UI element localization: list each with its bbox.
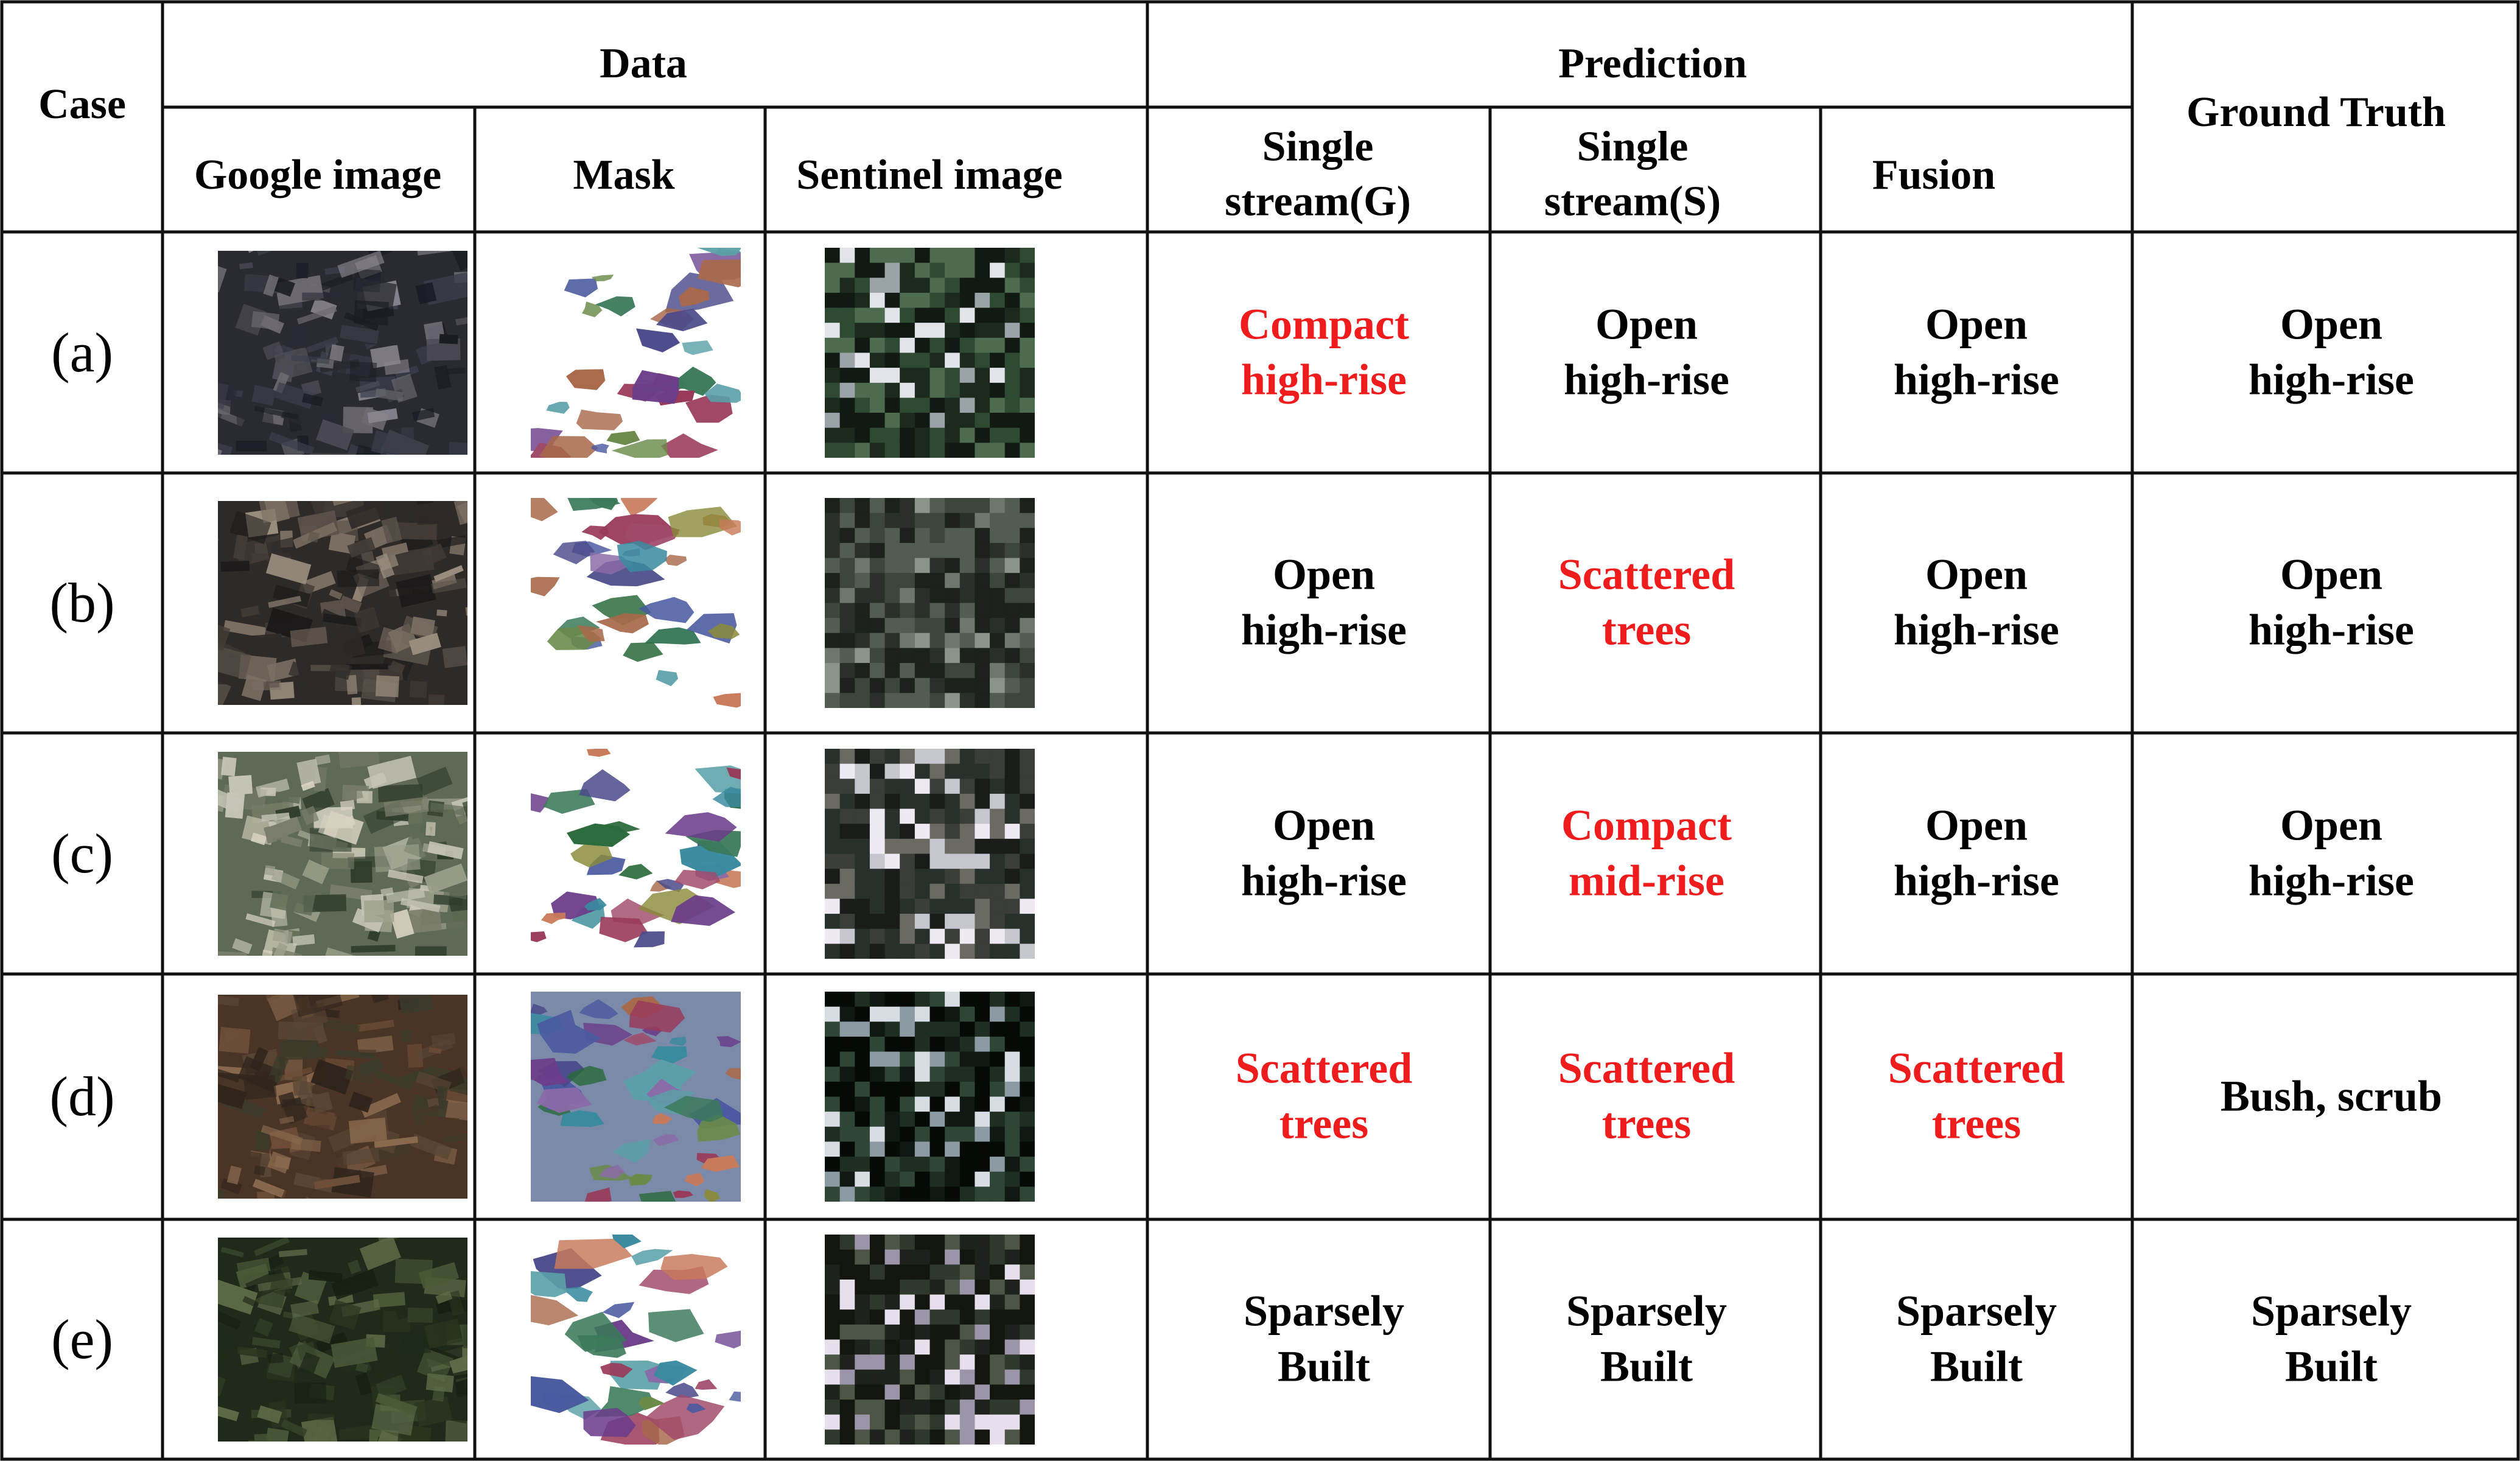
google-image-thumbnail-e <box>218 1237 467 1442</box>
prediction-fusion-b-line-1: Open <box>1925 550 2028 599</box>
mask-thumbnail-e <box>530 1234 741 1445</box>
ground-truth-b-line-2: high-rise <box>2248 606 2415 654</box>
case-header: Case <box>38 81 126 128</box>
prediction-single-g-a-line-1: Compact <box>1239 300 1409 349</box>
prediction-single-s-a-line-1: Open <box>1595 300 1698 349</box>
ground-truth-e-line-2: Built <box>2284 1342 2378 1391</box>
prediction-fusion-a-line-1: Open <box>1925 300 2028 349</box>
prediction-fusion-c-line-1: Open <box>1925 801 2028 850</box>
prediction-single-g-d-line-2: trees <box>1279 1099 1369 1148</box>
case-label-b: (b) <box>49 572 115 634</box>
sentinel-image-thumbnail-a <box>824 247 1035 458</box>
prediction-single-g-a: Compact high-rise <box>1239 297 1409 408</box>
sentinel-image-thumbnail-b <box>824 497 1035 708</box>
ground-truth-d: Bush, scrub <box>2221 1068 2442 1124</box>
ground-truth-b-line-1: Open <box>2280 550 2383 599</box>
prediction-single-g-d-line-1: Scattered <box>1235 1043 1413 1093</box>
single-stream-g-header-line-1: Single <box>1262 123 1374 170</box>
case-label-c: (c) <box>51 822 114 885</box>
prediction-fusion-c: Open high-rise <box>1894 798 2059 909</box>
google-image-thumbnail-d <box>218 994 467 1199</box>
prediction-single-g-e-line-1: Sparsely <box>1243 1286 1405 1336</box>
ground-truth-a-line-2: high-rise <box>2248 356 2415 404</box>
prediction-fusion-a: Open high-rise <box>1894 297 2059 408</box>
mask-thumbnail-a <box>530 247 741 458</box>
prediction-single-s-e-line-2: Built <box>1600 1342 1693 1391</box>
prediction-fusion-d-line-2: trees <box>1931 1099 2021 1148</box>
google-image-thumbnail-a <box>218 250 467 455</box>
prediction-single-g-a-line-2: high-rise <box>1241 356 1407 404</box>
google-image-thumbnail-b <box>218 500 467 705</box>
prediction-single-g-c-line-1: Open <box>1272 801 1376 850</box>
prediction-fusion-d-line-1: Scattered <box>1888 1043 2065 1093</box>
prediction-single-g-e-line-2: Built <box>1277 1342 1371 1391</box>
prediction-header: Prediction <box>1558 40 1747 88</box>
ground-truth-d-line-1: Bush, scrub <box>2220 1071 2443 1121</box>
prediction-single-s-c: Compact mid-rise <box>1561 798 1732 909</box>
prediction-single-s-d: Scattered trees <box>1558 1041 1735 1152</box>
single-stream-g-header-line-2: stream(G) <box>1225 178 1411 225</box>
sentinel-image-thumbnail-e <box>824 1234 1035 1445</box>
case-label-e: (e) <box>51 1308 114 1370</box>
prediction-single-s-b-line-1: Scattered <box>1558 550 1735 599</box>
prediction-single-g-d: Scattered trees <box>1236 1041 1413 1152</box>
sentinel-image-header: Sentinel image <box>796 152 1063 199</box>
ground-truth-c-line-1: Open <box>2280 801 2383 850</box>
prediction-single-s-e-line-1: Sparsely <box>1566 1286 1727 1336</box>
single-stream-s-header-line-2: stream(S) <box>1544 178 1721 225</box>
case-label-a: (a) <box>51 321 114 384</box>
prediction-single-s-b-line-2: trees <box>1601 606 1692 654</box>
single-stream-s-header-line-1: Single <box>1577 123 1689 170</box>
prediction-fusion-d: Scattered trees <box>1888 1041 2065 1152</box>
prediction-fusion-e-line-1: Sparsely <box>1895 1286 2057 1336</box>
ground-truth-c-line-2: high-rise <box>2248 857 2415 905</box>
prediction-single-s-b: Scattered trees <box>1558 547 1735 659</box>
mask-thumbnail-c <box>530 748 741 959</box>
prediction-single-g-b: Open high-rise <box>1241 547 1407 659</box>
prediction-fusion-b-line-2: high-rise <box>1893 606 2060 654</box>
google-image-thumbnail-c <box>218 751 467 956</box>
prediction-fusion-e-line-2: Built <box>1930 1342 2023 1391</box>
sentinel-image-thumbnail-d <box>824 991 1035 1202</box>
prediction-single-s-d-line-2: trees <box>1601 1099 1692 1148</box>
ground-truth-e-line-1: Sparsely <box>2250 1286 2412 1336</box>
prediction-fusion-c-line-2: high-rise <box>1893 857 2060 905</box>
single-stream-s-header: Single stream(S) <box>1544 119 1721 228</box>
prediction-single-g-b-line-1: Open <box>1272 550 1376 599</box>
mask-header: Mask <box>573 152 675 199</box>
prediction-single-g-c-line-2: high-rise <box>1241 857 1407 905</box>
google-image-header: Google image <box>194 152 442 199</box>
ground-truth-header: Ground Truth <box>2186 89 2446 136</box>
prediction-single-s-c-line-2: mid-rise <box>1569 857 1724 905</box>
ground-truth-c: Open high-rise <box>2249 798 2414 909</box>
prediction-single-s-d-line-1: Scattered <box>1558 1043 1735 1093</box>
fusion-header: Fusion <box>1872 152 1996 199</box>
prediction-single-s-a-line-2: high-rise <box>1563 356 1730 404</box>
prediction-fusion-a-line-2: high-rise <box>1893 356 2060 404</box>
data-header: Data <box>600 40 687 88</box>
prediction-fusion-b: Open high-rise <box>1894 547 2059 659</box>
ground-truth-b: Open high-rise <box>2249 547 2414 659</box>
single-stream-g-header: Single stream(G) <box>1225 119 1411 228</box>
prediction-single-s-c-line-1: Compact <box>1561 801 1732 850</box>
ground-truth-a: Open high-rise <box>2249 297 2414 408</box>
sentinel-image-thumbnail-c <box>824 748 1035 959</box>
mask-thumbnail-d <box>530 991 741 1202</box>
prediction-single-g-b-line-2: high-rise <box>1241 606 1407 654</box>
mask-thumbnail-b <box>530 497 741 708</box>
prediction-single-g-c: Open high-rise <box>1241 798 1407 909</box>
prediction-single-s-a: Open high-rise <box>1564 297 1729 408</box>
ground-truth-a-line-1: Open <box>2280 300 2383 349</box>
case-label-d: (d) <box>49 1065 115 1127</box>
